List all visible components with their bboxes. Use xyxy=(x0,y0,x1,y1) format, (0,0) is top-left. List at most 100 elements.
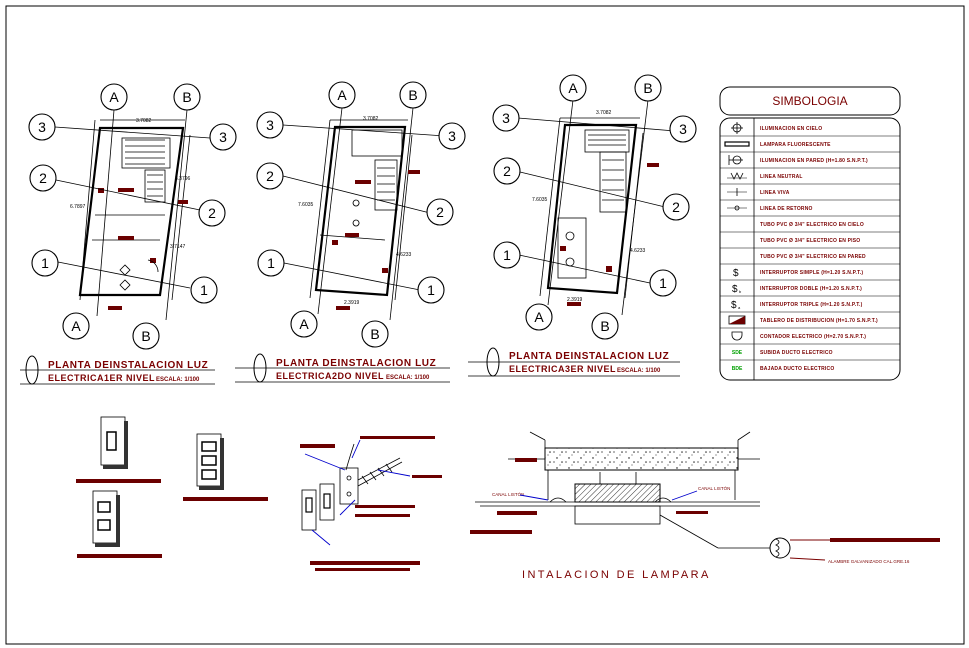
legend-row: TUBO PVC Ø 3/4" ELECTRICO EN CIELO xyxy=(720,215,900,228)
svg-text:2: 2 xyxy=(208,205,216,221)
plan2-grid-3-right: 3 xyxy=(438,122,466,150)
legend-row: LINEA DE RETORNO xyxy=(720,199,900,212)
legend-row: $ INTERRUPTOR SIMPLE (H=1.20 S.N.P.T.) xyxy=(720,263,900,279)
svg-text:A: A xyxy=(534,309,544,325)
legend-label: TUBO PVC Ø 3/4" ELECTRICO EN CIELO xyxy=(760,222,864,228)
plan1-grid-1-left: 1 xyxy=(31,249,59,277)
plan3-grid-1-right: 1 xyxy=(649,269,677,297)
svg-text:$: $ xyxy=(732,284,738,295)
plan1-outline xyxy=(78,119,191,310)
legend-row: $b INTERRUPTOR DOBLE (H=1.20 S.N.P.T.) xyxy=(720,279,900,295)
plan1-dim-top: 3.7082 xyxy=(136,118,152,124)
ceiling-light-icon xyxy=(731,122,743,134)
plan1-grid-2-right: 2 xyxy=(198,199,226,227)
plan2-grid-A-top: A xyxy=(328,81,356,109)
plan1-grid-A-bottom: A xyxy=(62,312,90,340)
plan1-title-line2: ELECTRICA1ER NIVEL xyxy=(48,373,155,383)
legend-row: CONTADOR ELECTRICO (H=2.70 S.N.P.T.) xyxy=(720,327,900,341)
legend-label: LAMPARA FLUORESCENTE xyxy=(760,142,831,148)
legend-row: BDE BAJADA DUCTO ELECTRICO xyxy=(720,359,900,372)
plan3-grid-1-left: 1 xyxy=(493,241,521,269)
svg-text:1: 1 xyxy=(503,247,511,263)
plan2-scale: ESCALA: 1/100 xyxy=(386,375,430,381)
svg-text:B: B xyxy=(370,326,379,342)
double-switch-icon: $b xyxy=(732,284,742,295)
plan2-outline xyxy=(309,119,420,310)
svg-text:2: 2 xyxy=(672,199,680,215)
triple-switch-icon: $a xyxy=(731,300,741,311)
svg-text:2: 2 xyxy=(266,168,274,184)
floor-plan-level-3: 3.7082 7.6035 4.6233 2.3919 A B 3 3 2 2 … xyxy=(468,74,697,377)
plan2-grid-A-bottom: A xyxy=(290,310,318,338)
switch-box-exploded-detail xyxy=(300,436,442,571)
sheet-border xyxy=(5,5,965,645)
legend-code: SDE xyxy=(732,350,743,356)
lamp-installation-detail: CANAL LISTÓN CANAL LISTÓN ALAMBRE GALVAN… xyxy=(470,431,940,581)
plan3-dim-left: 7.6035 xyxy=(532,197,548,203)
plan2-title-block: PLANTA DEINSTALACION LUZ ELECTRICA2DO NI… xyxy=(235,353,450,383)
switch-detail-triple xyxy=(183,433,268,501)
plan3-dim-top: 3.7082 xyxy=(596,110,612,116)
floor-plan-level-2: 3.7082 7.6035 4.6233 2.3919 A B 3 3 2 2 … xyxy=(235,81,466,383)
plan3-grid-3-left: 3 xyxy=(492,104,520,132)
plan1-title-line1: PLANTA DEINSTALACION LUZ xyxy=(48,360,208,371)
legend-label: INTERRUPTOR SIMPLE (H=1.20 S.N.P.T.) xyxy=(760,270,863,276)
legend-label: CONTADOR ELECTRICO (H=2.70 S.N.P.T.) xyxy=(760,334,866,340)
svg-text:B: B xyxy=(408,87,417,103)
plan2-dim-right: 4.6233 xyxy=(396,252,412,258)
plan1-dim-right-bottom: 3.7147 xyxy=(170,244,186,250)
lamp-left-channel-label: CANAL LISTÓN xyxy=(492,491,524,497)
legend-label: TABLERO DE DISTRIBUCION (H=1.70 S.N.P.T.… xyxy=(760,318,878,324)
plan1-dim-right-top: 3.3796 xyxy=(175,176,191,182)
legend-label: INTERRUPTOR DOBLE (H=1.20 S.N.P.T.) xyxy=(760,286,862,292)
svg-text:A: A xyxy=(109,89,119,105)
svg-text:A: A xyxy=(337,87,347,103)
plan2-dim-bottom: 2.3919 xyxy=(344,300,360,306)
neutral-line-icon xyxy=(727,172,747,180)
legend-row: TUBO PVC Ø 3/4" ELECTRICO EN PARED xyxy=(720,247,900,260)
plan3-grid-B-top: B xyxy=(634,74,662,102)
fluorescent-lamp-icon xyxy=(724,141,750,147)
wall-light-icon xyxy=(728,155,743,165)
plan1-grid-B-bottom: B xyxy=(132,322,160,350)
legend-label: ILUMINACION EN CIELO xyxy=(760,126,822,132)
legend-row: ILUMINACION EN CIELO xyxy=(731,122,822,134)
distribution-board-icon xyxy=(728,315,746,325)
svg-text:B: B xyxy=(643,80,652,96)
legend-row: TUBO PVC Ø 3/4" ELECTRICO EN PISO xyxy=(720,231,900,244)
plan3-title-line1: PLANTA DEINSTALACION LUZ xyxy=(509,351,669,362)
legend-label: BAJADA DUCTO ELECTRICO xyxy=(760,366,834,372)
svg-text:2: 2 xyxy=(436,204,444,220)
svg-text:$: $ xyxy=(733,268,739,279)
legend-code: BDE xyxy=(732,366,743,372)
plan1-title-block: PLANTA DEINSTALACION LUZ ELECTRICA1ER NI… xyxy=(20,355,215,385)
meter-icon xyxy=(731,331,743,341)
legend-row: $a INTERRUPTOR TRIPLE (H=1.20 S.N.P.T.) xyxy=(720,295,900,311)
legend-label: LINEA DE RETORNO xyxy=(760,206,813,212)
svg-text:3: 3 xyxy=(502,110,510,126)
plan1-grid-2-left: 2 xyxy=(29,164,57,192)
plan2-grid-1-right: 1 xyxy=(417,276,445,304)
legend-label: LINEA VIVA xyxy=(760,190,790,196)
svg-text:A: A xyxy=(299,316,309,332)
plan3-dim-right: 4.6233 xyxy=(630,248,646,254)
svg-text:1: 1 xyxy=(200,282,208,298)
plan2-grid-2-left: 2 xyxy=(256,162,284,190)
svg-text:1: 1 xyxy=(267,255,275,271)
legend-row: ILUMINACION EN PARED (H=1.80 S.N.P.T.) xyxy=(720,151,900,165)
legend-label: TUBO PVC Ø 3/4" ELECTRICO EN PISO xyxy=(760,238,860,244)
legend-label: SUBIDA DUCTO ELECTRICO xyxy=(760,350,833,356)
legend-row: LAMPARA FLUORESCENTE xyxy=(720,135,900,148)
svg-text:3: 3 xyxy=(448,128,456,144)
plan3-grid-2-right: 2 xyxy=(662,193,690,221)
legend-title: SIMBOLOGIA xyxy=(772,94,847,108)
legend-label: INTERRUPTOR TRIPLE (H=1.20 S.N.P.T.) xyxy=(760,302,863,308)
plan3-grid-2-left: 2 xyxy=(493,157,521,185)
svg-text:3: 3 xyxy=(679,121,687,137)
plan2-grid-B-bottom: B xyxy=(361,320,389,348)
lamp-detail-title: INTALACION DE LAMPARA xyxy=(522,569,711,581)
plan1-grid-A-top: A xyxy=(100,83,128,111)
plan3-grid-A-top: A xyxy=(559,74,587,102)
plan3-scale: ESCALA: 1/100 xyxy=(617,368,661,374)
